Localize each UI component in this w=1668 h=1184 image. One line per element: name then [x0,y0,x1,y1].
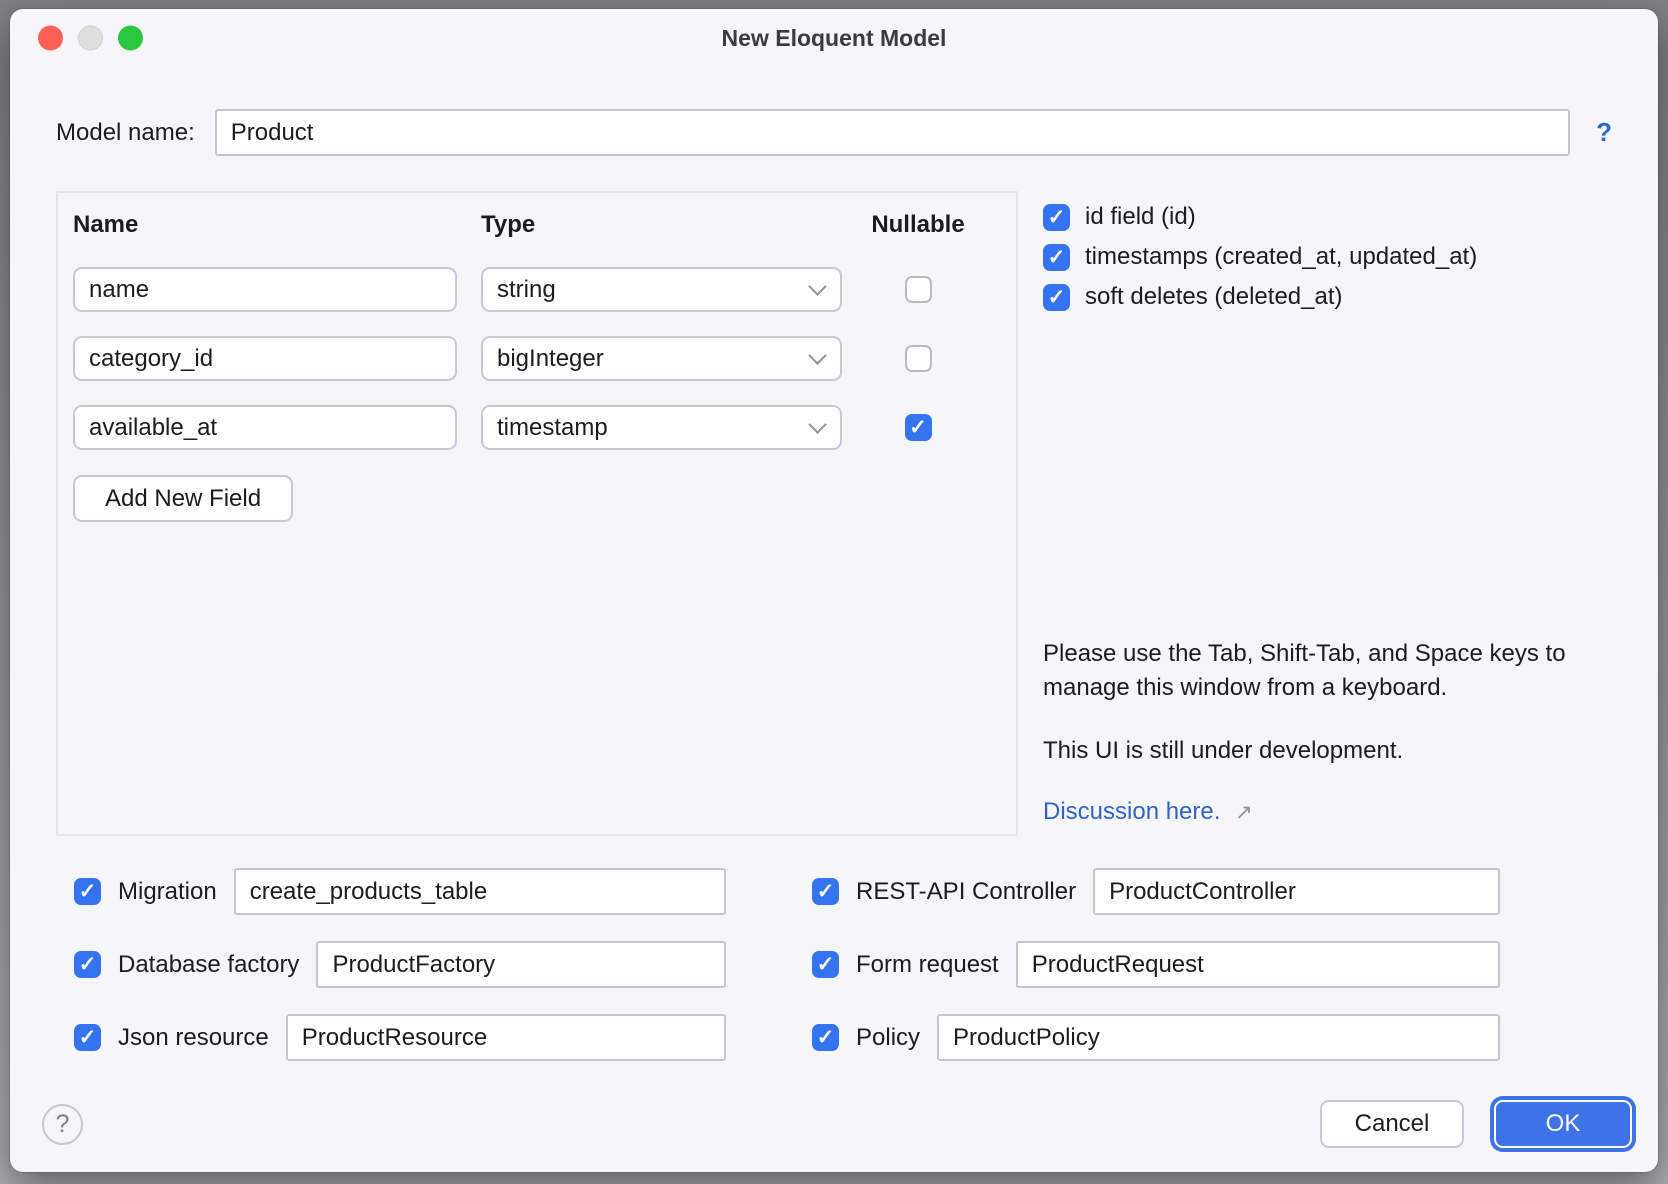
policy-row: Policy [812,1014,1500,1061]
info-block: Please use the Tab, Shift-Tab, and Space… [1043,637,1608,836]
policy-checkbox[interactable] [812,1024,839,1051]
database-factory-row: Database factory [74,941,726,988]
field-type-value: bigInteger [497,344,604,372]
model-name-row: Model name: ? [56,109,1612,156]
options-column: id field (id) timestamps (created_at, up… [1043,191,1612,836]
option-id-field[interactable]: id field (id) [1043,197,1612,237]
table-row [866,414,970,441]
option-label[interactable]: soft deletes (deleted_at) [1085,283,1343,310]
model-name-input[interactable] [214,109,1571,156]
database-factory-checkbox[interactable] [74,951,101,978]
development-note-text: This UI is still under development. [1043,737,1404,765]
ok-button[interactable]: OK [1494,1100,1632,1148]
soft-deletes-checkbox[interactable] [1043,283,1070,311]
option-soft-deletes[interactable]: soft deletes (deleted_at) [1043,277,1612,317]
field-name-input[interactable] [73,336,457,381]
cancel-button[interactable]: Cancel [1320,1100,1464,1148]
policy-label[interactable]: Policy [856,1023,921,1051]
rest-api-controller-checkbox[interactable] [812,878,839,905]
check-icon [1048,247,1066,268]
table-row [866,345,970,372]
rest-api-controller-name-input[interactable] [1093,868,1500,915]
table-row [866,276,970,303]
form-request-row: Form request [812,941,1500,988]
check-icon [79,954,97,975]
field-type-value: string [497,275,556,303]
titlebar: New Eloquent Model [10,9,1658,67]
json-resource-name-input[interactable] [285,1014,726,1061]
policy-name-input[interactable] [937,1014,1500,1061]
artifact-column-left: Migration Database factory Json resource [74,868,726,1061]
field-type-select[interactable]: string [481,267,842,312]
field-type-value: timestamp [497,413,608,441]
column-header-type: Type [481,211,536,238]
minimize-icon [78,25,103,51]
chevron-down-icon [808,277,827,296]
chevron-down-icon [808,346,827,365]
nullable-checkbox[interactable] [904,414,932,441]
migration-row: Migration [74,868,726,915]
migration-name-input[interactable] [233,868,726,915]
zoom-icon[interactable] [118,25,143,51]
check-icon [817,1027,835,1048]
artifact-column-right: REST-API Controller Form request Policy [812,868,1500,1061]
json-resource-row: Json resource [74,1014,726,1061]
fields-grid: Name Type Nullable string [73,205,1001,450]
help-symbol: ? [55,1109,70,1138]
discussion-link[interactable]: Discussion here. [1043,798,1221,825]
nullable-checkbox[interactable] [904,276,932,303]
timestamps-checkbox[interactable] [1043,243,1070,271]
json-resource-label[interactable]: Json resource [118,1023,269,1051]
migration-checkbox[interactable] [74,878,101,905]
check-icon [909,417,927,438]
dialog-content: Model name: ? Name Type Nullable string [10,67,1658,1061]
new-eloquent-model-dialog: New Eloquent Model Model name: ? Name Ty… [10,9,1658,1172]
check-icon [79,1027,97,1048]
rest-api-controller-label[interactable]: REST-API Controller [856,877,1077,905]
discussion-link-row: Discussion here. ↗ [1043,798,1608,826]
field-name-input[interactable] [73,405,457,450]
migration-label[interactable]: Migration [118,877,217,905]
option-label[interactable]: timestamps (created_at, updated_at) [1085,243,1478,270]
form-request-name-input[interactable] [1015,941,1500,988]
check-icon [817,881,835,902]
nullable-checkbox[interactable] [904,345,932,372]
close-icon[interactable] [38,25,63,51]
option-label[interactable]: id field (id) [1085,203,1196,230]
window-title: New Eloquent Model [721,24,947,51]
check-icon [817,954,835,975]
field-type-select[interactable]: bigInteger [481,336,842,381]
help-icon[interactable]: ? [42,1103,83,1145]
check-icon [1048,207,1066,228]
field-name-input[interactable] [73,267,457,312]
column-header-nullable: Nullable [871,211,965,238]
window-controls [38,25,143,51]
check-icon [1048,287,1066,308]
rest-api-controller-row: REST-API Controller [812,868,1500,915]
dialog-footer: ? Cancel OK [10,1100,1658,1172]
form-request-checkbox[interactable] [812,951,839,978]
fields-panel: Name Type Nullable string [56,191,1018,836]
option-timestamps[interactable]: timestamps (created_at, updated_at) [1043,237,1612,277]
external-link-icon: ↗ [1235,801,1253,824]
field-help-icon[interactable]: ? [1596,117,1612,147]
json-resource-checkbox[interactable] [74,1024,101,1051]
database-factory-label[interactable]: Database factory [118,950,300,978]
chevron-down-icon [808,415,827,434]
form-request-label[interactable]: Form request [856,950,999,978]
database-factory-name-input[interactable] [316,941,726,988]
main-area: Name Type Nullable string [56,191,1612,836]
id-field-checkbox[interactable] [1043,203,1070,231]
artifact-options: Migration Database factory Json resource [56,868,1612,1061]
column-header-name: Name [73,211,139,238]
check-icon [79,881,97,902]
add-new-field-button[interactable]: Add New Field [73,475,294,522]
field-type-select[interactable]: timestamp [481,405,842,450]
keyboard-hint-text: Please use the Tab, Shift-Tab, and Space… [1043,640,1566,701]
model-name-label: Model name: [56,118,195,146]
